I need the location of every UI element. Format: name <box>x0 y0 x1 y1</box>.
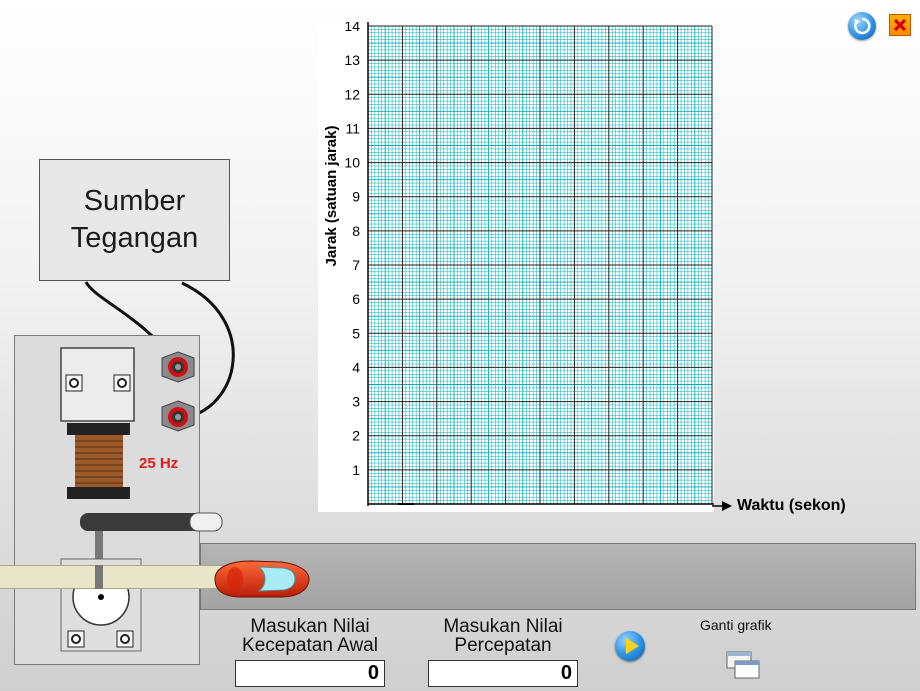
track <box>200 543 916 610</box>
tape-rod-overlay <box>95 565 103 589</box>
grid-major <box>368 25 713 504</box>
acceleration-label: Masukan Nilai Percepatan <box>443 616 563 656</box>
y-tick-label: 3 <box>352 394 360 410</box>
axes <box>367 22 714 506</box>
ticker-tape <box>0 565 230 589</box>
coil-icon <box>75 435 123 487</box>
y-tick-label: 11 <box>345 120 360 136</box>
ticker-timer <box>60 347 223 652</box>
y-tick-label: 4 <box>352 359 360 375</box>
y-tick-label: 8 <box>352 223 360 239</box>
terminal-icon <box>161 351 195 383</box>
wire-2 <box>181 281 235 420</box>
screw-icon <box>116 630 134 648</box>
close-icon <box>893 18 907 32</box>
y-tick-label: 2 <box>352 428 360 444</box>
power-supply-box: Sumber Tegangan <box>39 159 230 281</box>
tick-labels: 0123456789101234567891011121314 <box>344 22 360 478</box>
screw-icon <box>113 374 131 392</box>
initial-velocity-input[interactable] <box>235 660 385 687</box>
window-stack-icon <box>726 651 760 679</box>
y-tick-label: 9 <box>352 189 360 205</box>
power-supply-label: Sumber Tegangan <box>70 185 199 254</box>
y-tick-label: 13 <box>344 52 360 68</box>
y-axis-label: Jarak (satuan jarak) <box>323 126 340 267</box>
distance-time-graph: 0123456789101234567891011121314 Jarak (s… <box>323 22 714 506</box>
change-graph-label: Ganti grafik <box>700 617 772 633</box>
y-tick-label: 14 <box>344 22 360 34</box>
car-icon <box>214 560 310 598</box>
vibrating-arm <box>80 513 220 531</box>
y-tick-label: 1 <box>352 462 360 478</box>
x-axis-arrow <box>712 501 732 511</box>
acceleration-input[interactable] <box>428 660 578 687</box>
frequency-label: 25 Hz <box>139 455 179 472</box>
screw-icon <box>67 630 85 648</box>
play-button[interactable] <box>615 631 645 661</box>
y-tick-label: 5 <box>352 325 360 341</box>
y-tick-label: 12 <box>344 86 360 102</box>
x-axis-label: Waktu (sekon) <box>737 497 846 514</box>
close-button[interactable] <box>889 14 911 36</box>
change-graph-button[interactable] <box>725 650 761 680</box>
screw-icon <box>65 374 83 392</box>
graph-panel: 0123456789101234567891011121314 Jarak (s… <box>318 22 714 512</box>
y-tick-label: 7 <box>352 257 360 273</box>
help-icon <box>854 17 871 35</box>
top-bar <box>0 0 920 6</box>
initial-velocity-label: Masukan Nilai Kecepatan Awal <box>242 616 378 656</box>
y-tick-label: 10 <box>344 155 360 171</box>
terminal-icon <box>161 400 195 432</box>
y-tick-label: 6 <box>352 291 360 307</box>
help-button[interactable] <box>848 12 876 40</box>
